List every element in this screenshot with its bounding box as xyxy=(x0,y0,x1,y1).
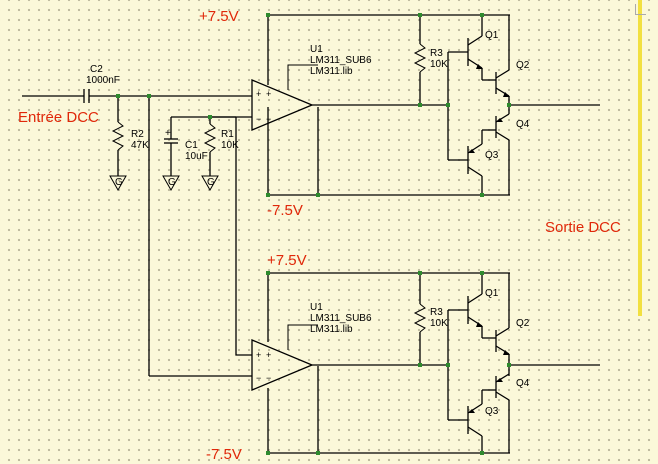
q2-label-1: Q2 xyxy=(516,60,530,71)
c1-value: 10uF xyxy=(185,151,208,162)
r3-ref-2: R3 xyxy=(430,307,443,318)
q4-label-1: Q4 xyxy=(516,119,530,130)
rail-pos-label-2: +7.5V xyxy=(267,252,307,269)
r3-value-1: 10K xyxy=(430,59,448,70)
u1-ref-1: U1 xyxy=(310,44,323,55)
u1-model-2: LM311_SUB6 xyxy=(310,313,372,324)
svg-text:−: − xyxy=(266,373,271,383)
svg-text:+: + xyxy=(266,350,271,360)
ref-wire-2 xyxy=(235,195,252,356)
u1-label-leader-2 xyxy=(287,324,318,350)
r2-value: 47K xyxy=(131,140,149,151)
c2-value: 1000nF xyxy=(86,75,120,86)
svg-text:+: + xyxy=(256,89,261,99)
r1-ref: R1 xyxy=(221,129,234,140)
u1-model-1: LM311_SUB6 xyxy=(310,55,372,66)
transistor-q3-1 xyxy=(467,129,496,195)
q3-label-1: Q3 xyxy=(485,150,499,161)
svg-text:G: G xyxy=(207,177,215,188)
comparator-u1-b: + − + − xyxy=(251,339,314,391)
svg-text:−: − xyxy=(256,373,261,383)
q3-label-2: Q3 xyxy=(485,406,499,417)
svg-text:+: + xyxy=(266,89,271,99)
stage-2: + − + − xyxy=(149,195,600,463)
ground-r1: G xyxy=(201,175,219,192)
q4-label-2: Q4 xyxy=(516,378,530,389)
r2-ref: R2 xyxy=(131,129,144,140)
transistor-q4-1 xyxy=(495,113,510,195)
rail-neg-label-2: -7.5V xyxy=(206,446,242,463)
resistor-r1 xyxy=(203,117,217,176)
comparator-u1-a: + − + − xyxy=(251,79,314,131)
junctions-2 xyxy=(266,271,511,455)
svg-text:G: G xyxy=(168,177,176,188)
output-label: Sortie DCC xyxy=(545,219,621,236)
capacitor-c2 xyxy=(83,89,90,103)
q2-label-2: Q2 xyxy=(516,318,530,329)
c1-ref: C1 xyxy=(185,140,198,151)
resistor-r3-2 xyxy=(413,273,427,365)
transistor-q4-2 xyxy=(495,373,510,453)
ground-r2: G xyxy=(109,175,127,192)
resistor-r2 xyxy=(111,96,125,176)
transistor-q1-2 xyxy=(467,273,496,339)
c2-ref: C2 xyxy=(90,64,103,75)
svg-text:+: + xyxy=(165,128,171,139)
rail-neg-label-1: -7.5V xyxy=(267,202,303,219)
q1-label-2: Q1 xyxy=(485,288,499,299)
capacitor-c1: + xyxy=(164,117,178,176)
u1-lib-2: LM311.lib xyxy=(310,324,353,335)
input-label: Entrée DCC xyxy=(18,109,99,126)
q1-label-1: Q1 xyxy=(485,30,499,41)
r3-ref-1: R3 xyxy=(430,48,443,59)
window-corner xyxy=(635,4,646,15)
u1-label-leader-1 xyxy=(287,64,318,90)
svg-text:−: − xyxy=(266,114,271,124)
transistor-q2-1 xyxy=(495,15,510,97)
junctions-1 xyxy=(116,13,511,197)
svg-text:−: − xyxy=(256,114,261,124)
u1-lib-1: LM311.lib xyxy=(310,66,353,77)
window-edge xyxy=(638,0,642,316)
svg-text:G: G xyxy=(115,177,123,188)
resistor-r3-1 xyxy=(413,15,427,105)
rail-pos-label-1: +7.5V xyxy=(199,8,239,25)
transistor-q3-2 xyxy=(467,389,496,453)
u1-ref-2: U1 xyxy=(310,302,323,313)
transistor-q2-2 xyxy=(495,273,510,355)
svg-text:+: + xyxy=(256,350,261,360)
r1-value: 10K xyxy=(221,140,239,151)
stage-1: G + G G + − xyxy=(22,8,600,376)
r3-value-2: 10K xyxy=(430,318,448,329)
transistor-q1-1 xyxy=(467,15,496,81)
ground-c1: G xyxy=(162,175,180,192)
